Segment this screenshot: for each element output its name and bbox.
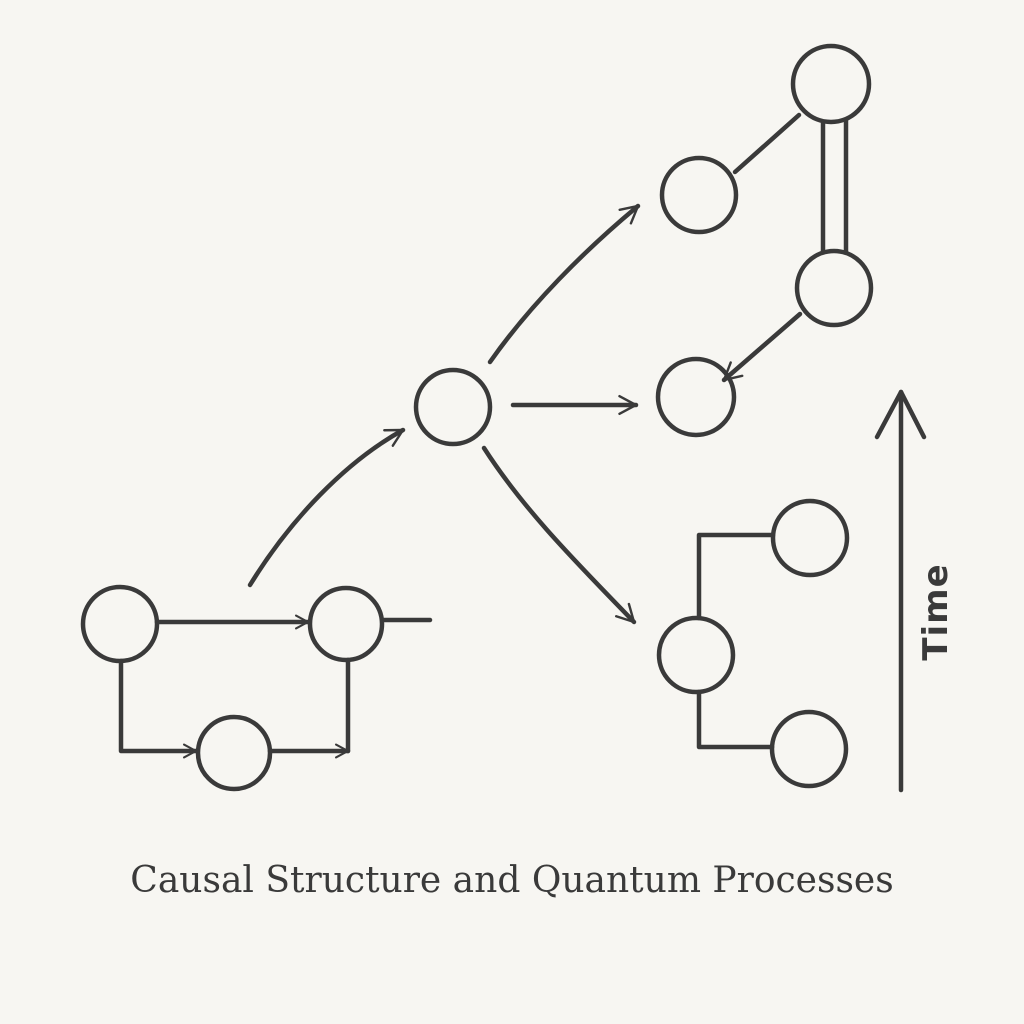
node-a	[80, 584, 160, 664]
edge-hub-to-lower	[481, 445, 637, 625]
node-tree-top	[770, 498, 850, 578]
node-tree-bottom	[769, 709, 849, 789]
upper-right-cluster	[655, 43, 874, 438]
edge-a-down-to-c	[118, 658, 199, 759]
edge-root-to-top	[696, 532, 776, 621]
edge-upper-mid-to-middle	[721, 311, 803, 383]
node-top	[790, 43, 872, 125]
node-middle	[655, 356, 737, 438]
time-axis: Time	[874, 389, 956, 793]
node-hub	[413, 367, 493, 447]
node-b	[307, 585, 385, 663]
time-axis-label: Time	[916, 563, 956, 660]
node-c	[195, 714, 273, 792]
node-tree-root	[656, 615, 736, 695]
time-axis-arrowhead	[874, 389, 927, 440]
diagram-title: Causal Structure and Quantum Processes	[130, 860, 893, 901]
node-upper-mid	[794, 248, 874, 328]
edge-top-to-upper-left	[732, 112, 802, 175]
node-upper-left	[659, 155, 739, 235]
lower-right-cluster	[656, 498, 850, 789]
edge-cluster-to-hub	[247, 427, 406, 588]
central-cluster	[247, 203, 641, 625]
edge-hub-to-upper	[487, 203, 641, 365]
bottom-left-cluster	[80, 584, 433, 792]
edge-root-to-bottom	[696, 689, 775, 750]
